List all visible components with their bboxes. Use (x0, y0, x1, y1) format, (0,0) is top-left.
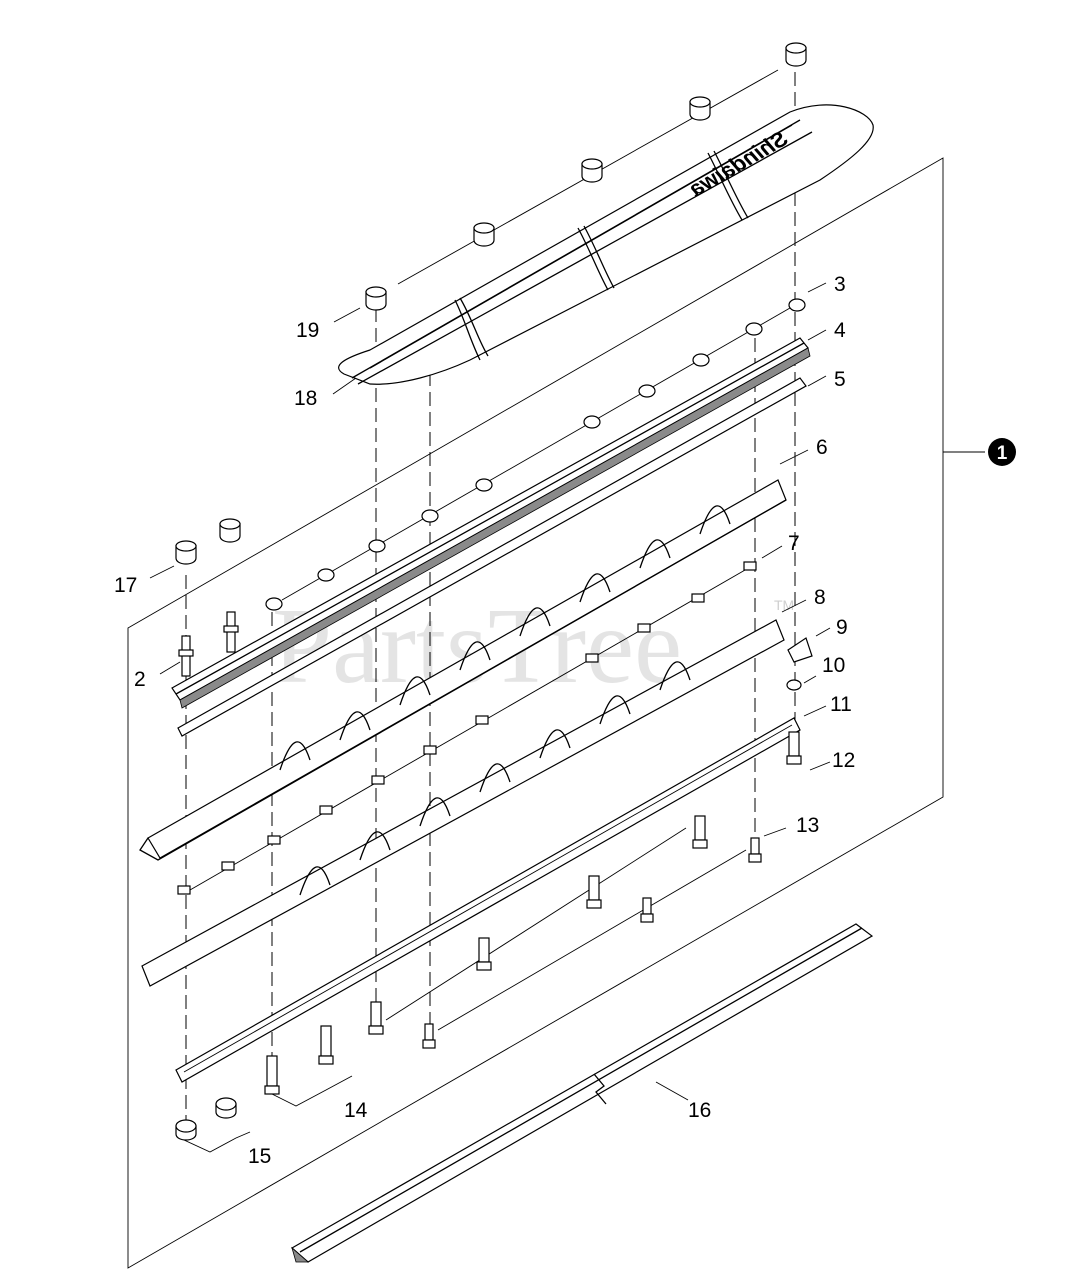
callout-19: 19 (296, 319, 319, 342)
callout-10: 10 (822, 654, 845, 677)
leader-lines (149, 282, 831, 1153)
assembly-outline (127, 157, 944, 1269)
clamp-piece (787, 637, 813, 663)
callout-4: 4 (834, 319, 846, 342)
cap-nuts (175, 518, 241, 565)
bolt (422, 1023, 436, 1049)
bolts (264, 731, 802, 1095)
callout-6: 6 (816, 436, 828, 459)
bolt (748, 837, 762, 863)
callout-7: 7 (788, 532, 800, 555)
guide-bar (171, 337, 811, 709)
callout-5: 5 (834, 368, 846, 391)
callout-18: 18 (294, 387, 317, 410)
callout-9: 9 (836, 616, 848, 639)
callout-17: 17 (114, 574, 137, 597)
callout-15: 15 (248, 1145, 271, 1168)
bolt (476, 937, 492, 971)
cap-nut (175, 540, 197, 565)
watermark-tm: TM (774, 597, 794, 613)
callout-2: 2 (134, 668, 146, 691)
callout-3: 3 (834, 273, 846, 296)
callout-16: 16 (688, 1099, 711, 1122)
callout-13: 13 (796, 814, 819, 837)
callout-11: 11 (830, 693, 852, 716)
upper-blade (139, 479, 787, 861)
callout-14: 14 (344, 1099, 368, 1122)
flange-nut (689, 96, 711, 121)
callout-12: 12 (832, 749, 855, 772)
callout-labels: 19 18 3 4 5 6 7 8 9 10 11 12 13 2 17 14 … (114, 273, 855, 1168)
bolt (692, 815, 708, 849)
bolt (786, 731, 802, 765)
washer-nuts (265, 298, 806, 611)
bottom-plate (175, 717, 801, 1083)
flange-nut (365, 286, 387, 311)
cap-nut (219, 518, 241, 543)
bolt (368, 1001, 384, 1035)
flat-washer (786, 679, 802, 691)
blade-sheath (290, 923, 874, 1263)
assembly-callout-number: 1 (997, 443, 1008, 464)
lower-blade (141, 619, 785, 987)
callout-8: 8 (814, 586, 826, 609)
bolt (586, 875, 602, 909)
flange-nut (785, 42, 807, 67)
hex-nuts (175, 1097, 237, 1141)
flange-nut (581, 158, 603, 183)
spacer-plate (177, 377, 807, 737)
bolt (318, 1025, 334, 1065)
bolt (640, 897, 654, 923)
cover-nuts (365, 42, 807, 311)
assembly-callout-badge (988, 438, 1016, 466)
hex-nut (215, 1097, 237, 1119)
slider-nuts (177, 561, 757, 895)
studs (178, 611, 239, 677)
flange-nut (473, 222, 495, 247)
bolt (264, 1055, 280, 1095)
hex-nut (175, 1119, 197, 1141)
